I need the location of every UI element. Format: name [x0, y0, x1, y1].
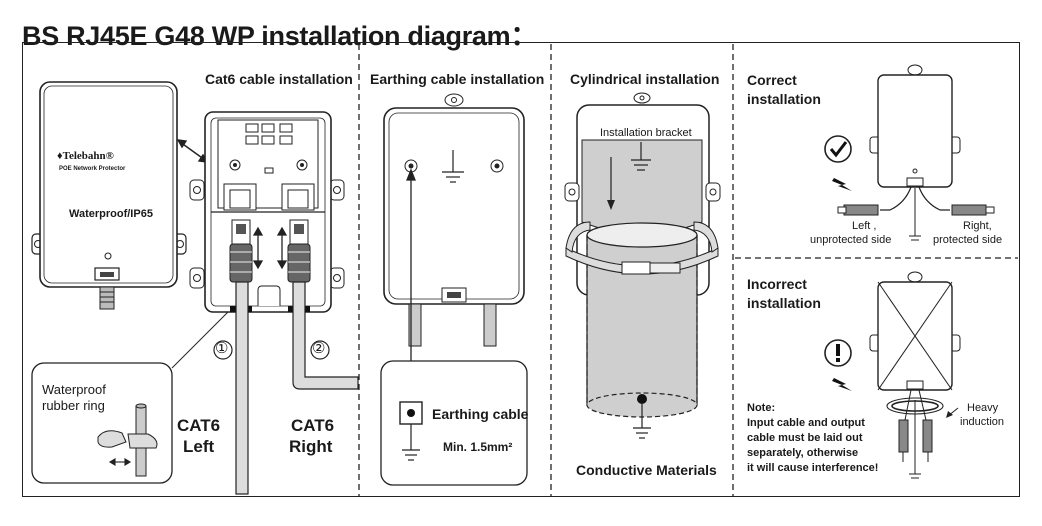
page-title: BS RJ45E G48 WP installation diagram： — [22, 21, 538, 51]
bracket-label: Installation bracket — [600, 127, 692, 139]
lightning-icon — [832, 378, 852, 391]
marker-1: ① — [215, 340, 229, 357]
marker-2: ② — [312, 340, 326, 357]
correct-heading-line1: Correct — [747, 72, 797, 88]
panel-dividers — [358, 44, 1018, 496]
brand-subtitle: POE Network Protector — [59, 166, 126, 172]
cat6-left-line1: CAT6 — [177, 416, 221, 435]
insert-arrow-icon — [252, 226, 288, 270]
check-icon — [824, 135, 852, 163]
rubber-ring-inset — [31, 362, 173, 484]
ground-icon — [402, 424, 420, 461]
left-side-line2: unprotected side — [810, 234, 892, 246]
note-heading: Note: — [747, 402, 776, 414]
earthing-cable-label: Earthing cable — [432, 406, 529, 422]
earthing-min-label: Min. 1.5mm² — [443, 440, 513, 454]
correct-device — [837, 64, 995, 241]
heavy-label-line1: Heavy — [967, 402, 999, 414]
left-side-line1: Left , — [852, 220, 877, 232]
double-arrow-icon — [176, 139, 209, 163]
rj45-plug-left — [229, 219, 253, 283]
cat6-cables — [230, 281, 359, 495]
cylindrical-mount — [564, 92, 721, 439]
note-line4: it will cause interference! — [747, 462, 879, 474]
ring-label-line1: Waterproof — [42, 382, 106, 397]
protector-front-device — [31, 81, 187, 310]
earthing-heading: Earthing cable installation — [370, 71, 545, 87]
cat6-right-line1: CAT6 — [291, 416, 335, 435]
right-side-line2: protected side — [933, 234, 1003, 246]
conductive-materials-label: Conductive Materials — [576, 462, 717, 478]
cat6-right-line2: Right — [289, 437, 333, 456]
exclamation-icon — [824, 339, 852, 367]
rj45-plug-right — [287, 219, 311, 283]
incorrect-heading-line2: installation — [747, 295, 821, 311]
cat6-left-line2: Left — [183, 437, 215, 456]
waterproof-label: Waterproof/IP65 — [69, 208, 153, 220]
diagram-frame — [22, 42, 1020, 497]
number-markers — [213, 340, 330, 360]
incorrect-device — [869, 271, 961, 479]
cylindrical-heading: Cylindrical installation — [570, 71, 720, 87]
junction-box-open — [189, 111, 345, 313]
note-line2: cable must be laid out — [747, 432, 863, 444]
ring-label-line2: rubber ring — [42, 398, 105, 413]
brand-logo: ♦Telebahn® — [57, 150, 114, 162]
lightning-icon — [832, 178, 852, 191]
right-side-line1: Right, — [963, 220, 992, 232]
correct-heading-line2: installation — [747, 91, 821, 107]
heavy-label-line2: induction — [960, 416, 1005, 428]
cat6-heading: Cat6 cable installation — [205, 71, 353, 87]
note-line3: separately, otherwise — [747, 447, 859, 459]
earthing-inset — [380, 360, 528, 486]
note-line1: Input cable and output — [747, 417, 865, 429]
earthing-box — [383, 93, 525, 347]
incorrect-heading-line1: Incorrect — [747, 276, 807, 292]
